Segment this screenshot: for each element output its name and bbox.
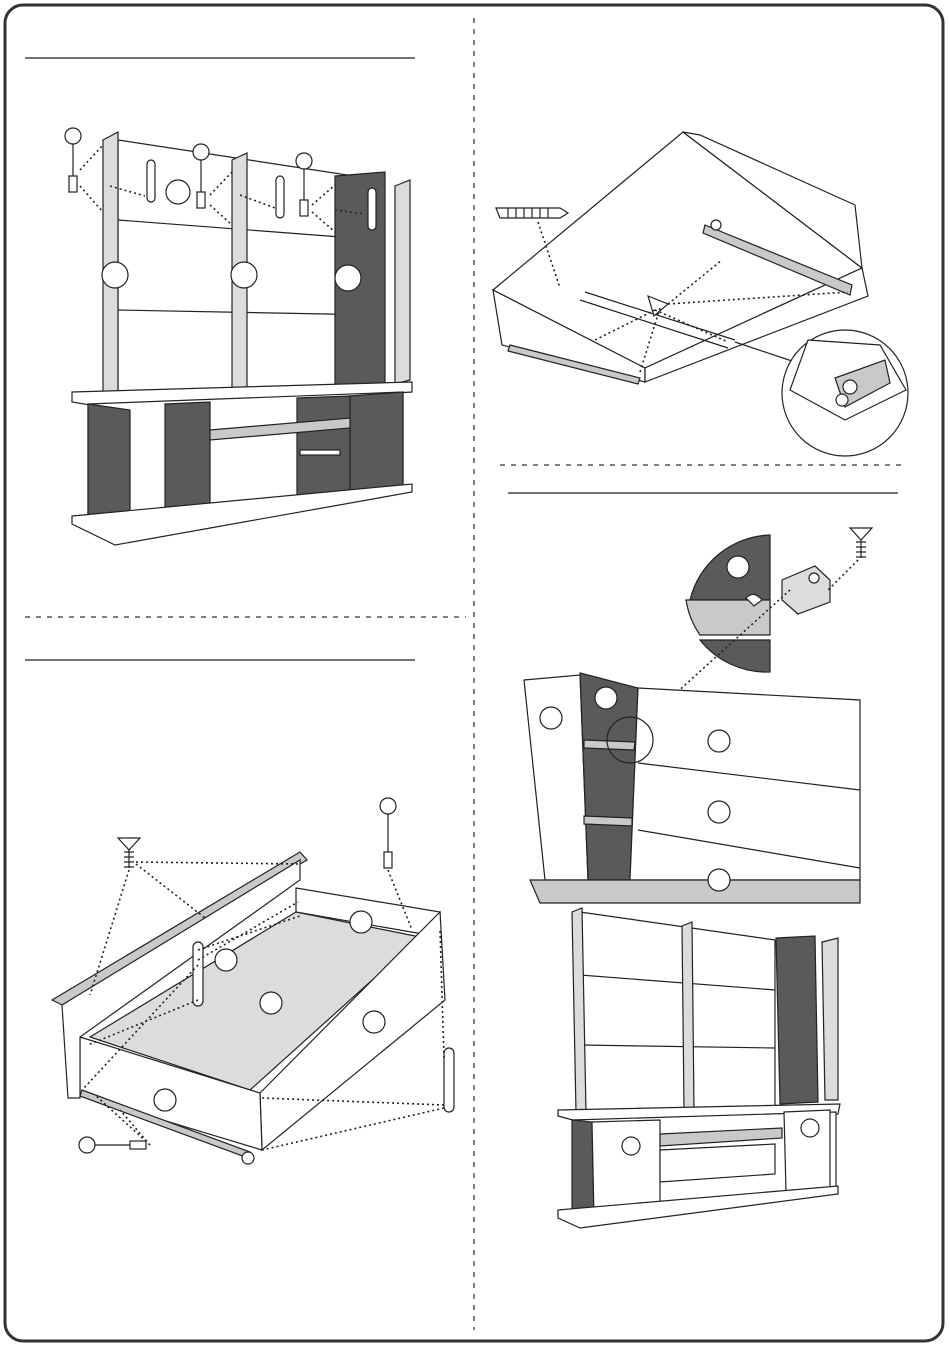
finished-unit [558,908,840,1228]
cam-bolt-icon [79,1137,146,1153]
label-circle-icon [595,687,617,709]
label-circle-icon [166,180,190,204]
magnifier-detail-icon [735,330,908,456]
label-circle-icon [801,1119,819,1137]
label-circle-icon [708,801,730,823]
step-top-left [65,128,412,545]
label-circle-icon [154,1089,176,1111]
dowel-icon [193,942,203,1006]
cam-bolt-icon [380,798,396,868]
label-circle-icon [335,265,361,291]
right-post [395,180,410,384]
label-circle-icon [215,949,237,971]
cam-bolt-icon [65,128,81,192]
label-circle-icon [727,556,749,578]
label-circle-icon [363,1011,385,1033]
label-circle-icon [622,1137,640,1155]
label-circle-icon [260,992,282,1014]
dowel-icon [444,1048,454,1112]
side-panel-closeup [524,675,588,880]
label-circle-icon [708,869,730,891]
label-circle-icon [231,262,257,288]
step-bottom-right [524,528,872,1228]
step-bottom-left [52,798,454,1164]
countersunk-screw-icon [118,838,140,868]
label-circle-icon [102,262,128,288]
countersunk-screw-icon [850,528,872,558]
magnifier-detail-icon [686,535,770,672]
step-top-right [493,132,908,456]
label-circle-icon [708,730,730,752]
wood-screw-icon [496,208,568,218]
label-circle-icon [540,707,562,729]
label-circle-icon [350,911,372,933]
